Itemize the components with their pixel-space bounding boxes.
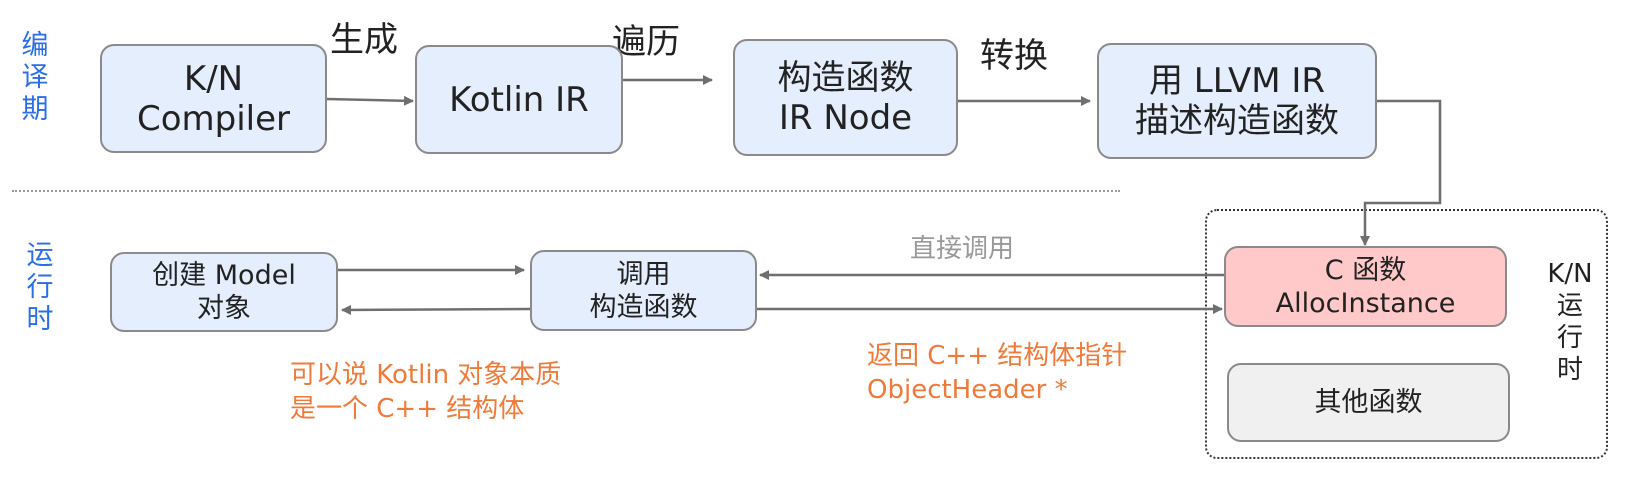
node-line: K/N	[183, 58, 244, 99]
node-line: AllocInstance	[1275, 287, 1456, 319]
node-line: C 函数	[1324, 254, 1407, 286]
node-line: 对象	[197, 293, 251, 324]
node-llvm-ir: 用 LLVM IR 描述构造函数	[1097, 43, 1377, 159]
kn-runtime-group	[1205, 209, 1608, 459]
edge-label-generate: 生成	[330, 20, 398, 60]
node-create-model: 创建 Model 对象	[110, 252, 338, 332]
edge-label-direct-call: 直接调用	[910, 234, 1015, 264]
runtime-label-line: 行	[1556, 323, 1583, 353]
node-line: Compiler	[136, 98, 291, 139]
edge-compiler-to-kotlin-ir	[326, 95, 414, 106]
kn-runtime-label: K/N 运 行 时	[1540, 258, 1600, 386]
node-line: 构造函数	[589, 291, 698, 323]
note-kotlin-object: 可以说 Kotlin 对象本质 是一个 C++ 结构体	[290, 358, 561, 426]
node-line: 创建 Model	[152, 260, 296, 291]
node-other-functions: 其他函数	[1227, 363, 1510, 442]
note-line: 可以说 Kotlin 对象本质	[290, 360, 562, 390]
node-line: 其他函数	[1314, 387, 1423, 418]
phase-char: 期	[21, 94, 49, 125]
phase-divider	[12, 190, 1120, 192]
node-c-alloc-instance: C 函数 AllocInstance	[1224, 246, 1507, 327]
run-time-label: 运 行 时	[25, 240, 55, 336]
node-line: IR Node	[778, 97, 913, 138]
phase-char: 行	[26, 272, 54, 303]
runtime-label-line: 时	[1556, 355, 1583, 385]
edge-call-to-create	[341, 304, 531, 315]
note-return-pointer: 返回 C++ 结构体指针 ObjectHeader *	[867, 339, 1127, 407]
compile-time-label: 编 译 期	[20, 30, 50, 126]
phase-char: 译	[21, 62, 49, 93]
edge-llvm-to-c-alloc	[1360, 99, 1442, 246]
note-line: 是一个 C++ 结构体	[290, 394, 525, 424]
node-line: 用 LLVM IR	[1148, 61, 1325, 101]
node-ctor-ir-node: 构造函数 IR Node	[733, 39, 958, 156]
node-line: 构造函数	[777, 57, 914, 98]
edge-label-traverse: 遍历	[612, 22, 680, 62]
node-line: 调用	[616, 258, 671, 290]
node-call-constructor: 调用 构造函数	[530, 250, 757, 331]
note-line: 返回 C++ 结构体指针	[867, 341, 1128, 371]
phase-char: 编	[21, 30, 49, 61]
node-kn-compiler: K/N Compiler	[100, 44, 327, 153]
runtime-label-line: 运	[1556, 291, 1583, 321]
phase-char: 时	[26, 304, 54, 335]
node-line: Kotlin IR	[449, 79, 589, 120]
runtime-label-line: K/N	[1547, 259, 1593, 289]
node-kotlin-ir: Kotlin IR	[415, 45, 623, 154]
node-line: 描述构造函数	[1135, 101, 1339, 141]
phase-char: 运	[26, 240, 54, 271]
edge-label-convert: 转换	[980, 36, 1048, 76]
note-line: ObjectHeader *	[867, 375, 1068, 405]
